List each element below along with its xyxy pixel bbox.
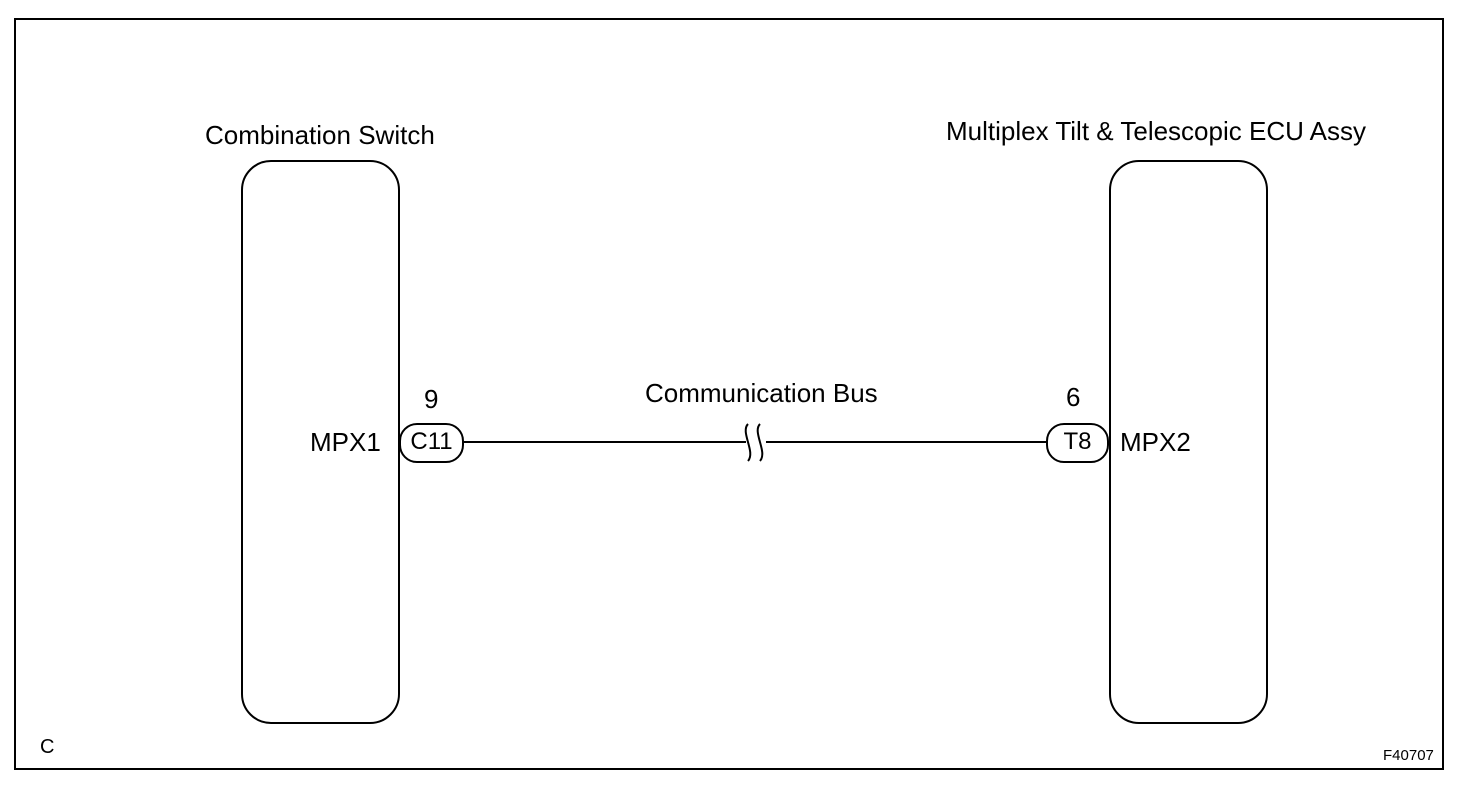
tilt-telescopic-ecu-title: Multiplex Tilt & Telescopic ECU Assy [946, 116, 1366, 146]
wire-break-symbol [744, 423, 764, 462]
combination-switch-title: Combination Switch [205, 120, 435, 150]
pin-number-left: 9 [424, 384, 439, 414]
pin-number-right: 6 [1066, 382, 1081, 412]
diagram-frame [14, 18, 1444, 770]
signal-label-right: MPX2 [1120, 427, 1191, 457]
combination-switch-box [241, 160, 400, 724]
corner-letter: C [40, 736, 55, 758]
figure-code: F40707 [1383, 747, 1434, 764]
connector-c11: C11 [399, 423, 464, 463]
tilt-telescopic-ecu-box [1109, 160, 1268, 724]
connector-t8: T8 [1046, 423, 1109, 463]
communication-bus-label: Communication Bus [645, 378, 878, 408]
signal-label-left: MPX1 [310, 427, 381, 457]
